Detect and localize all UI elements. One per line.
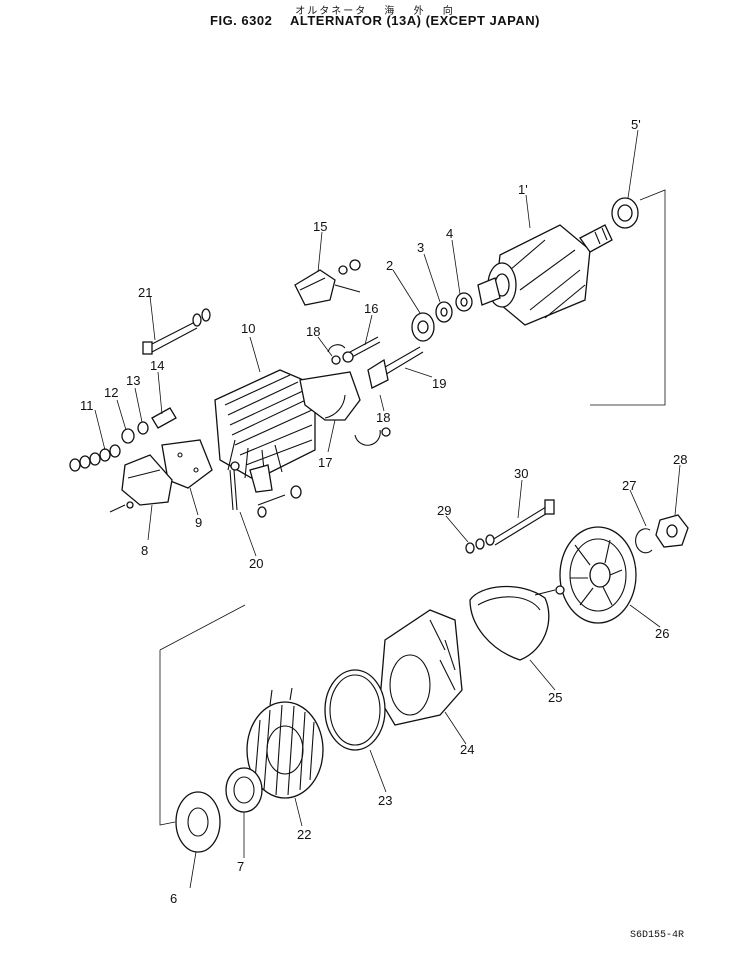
- figure-title: FIG. 6302 ALTERNATOR (13A) (EXCEPT JAPAN…: [0, 13, 750, 28]
- label-part-11: 11: [80, 398, 94, 413]
- part-nut-12: [121, 428, 135, 444]
- part-regulator-8: [109, 454, 173, 513]
- part-spacer-27: [635, 528, 653, 554]
- part-rear-housing-10: [214, 369, 316, 493]
- label-part-15: 15: [313, 219, 327, 234]
- jp-region-2: 外: [413, 6, 426, 17]
- label-part-17: 17: [318, 455, 332, 470]
- label-part-20: 20: [249, 556, 263, 571]
- label-part-30: 30: [514, 466, 528, 481]
- assembly-guide-line-right: [590, 189, 666, 406]
- label-part-27: 27: [622, 478, 636, 493]
- figure-caption: ALTERNATOR (13A) (EXCEPT JAPAN): [289, 13, 540, 28]
- label-part-3: 3: [417, 240, 424, 255]
- label-part-29: 29: [437, 503, 451, 518]
- label-part-25: 25: [548, 690, 562, 705]
- part-clip-18a: [327, 344, 346, 365]
- label-part-1: 1': [518, 182, 528, 197]
- part-bearing-2: [411, 312, 435, 342]
- part-shield-25: [469, 585, 565, 661]
- leader-lines: [94, 129, 681, 889]
- label-part-4: 4: [446, 226, 453, 241]
- part-pulley-26: [559, 526, 637, 624]
- japanese-title: オルタネータ 海 外 向: [0, 2, 750, 17]
- assembly-guide-line-left: [159, 650, 176, 826]
- jp-part-name: オルタネータ: [295, 6, 368, 17]
- label-part-14: 14: [150, 358, 164, 373]
- part-washer-stack-11: [69, 444, 121, 472]
- part-bolt-21: [142, 308, 211, 355]
- part-front-housing-24: [379, 609, 463, 726]
- label-part-6: 6: [170, 891, 177, 906]
- part-o-ring-23: [324, 669, 386, 751]
- label-part-10: 10: [241, 321, 255, 336]
- figure-number: FIG. 6302: [210, 13, 273, 28]
- label-part-19: 19: [432, 376, 446, 391]
- part-end-plate-6: [175, 791, 221, 853]
- jp-region-1: 海: [384, 6, 397, 17]
- part-bearing-ring-5: [611, 197, 639, 229]
- part-cover-17: [299, 371, 361, 421]
- label-part-22: 22: [297, 827, 311, 842]
- part-bolt-16: [342, 336, 381, 363]
- label-part-24: 24: [460, 742, 474, 757]
- part-bolt-30: [491, 499, 555, 546]
- label-part-12: 12: [104, 385, 118, 400]
- label-part-28: 28: [673, 452, 687, 467]
- label-part-16: 16: [364, 301, 378, 316]
- label-part-21: 21: [138, 285, 152, 300]
- part-rotor: [477, 224, 613, 326]
- part-nut-28: [655, 514, 689, 548]
- part-washer-29: [465, 534, 495, 554]
- label-part-9: 9: [195, 515, 202, 530]
- drawing-code: S6D155-4R: [630, 930, 685, 941]
- assembly-guide-line-mid: [159, 604, 246, 651]
- label-part-5: 5': [631, 117, 641, 132]
- jp-region-3: 向: [442, 6, 455, 17]
- part-terminal-15: [294, 259, 361, 306]
- part-clip-18b: [354, 427, 391, 446]
- label-part-7: 7: [237, 859, 244, 874]
- part-washer-3: [435, 301, 453, 323]
- label-part-23: 23: [378, 793, 392, 808]
- part-washer-4: [455, 292, 473, 312]
- label-part-18-upper: 18: [306, 324, 320, 339]
- part-pin-20: [229, 461, 302, 518]
- label-part-2: 2: [386, 258, 393, 273]
- part-washer-13: [137, 421, 149, 435]
- part-bolt-19: [367, 346, 424, 389]
- label-part-26: 26: [655, 626, 669, 641]
- label-part-8: 8: [141, 543, 148, 558]
- label-part-13: 13: [126, 373, 140, 388]
- part-bushing-14: [151, 407, 177, 429]
- part-stator-22: [246, 687, 324, 799]
- label-part-18-lower: 18: [376, 410, 390, 425]
- part-bearing-7: [225, 767, 263, 813]
